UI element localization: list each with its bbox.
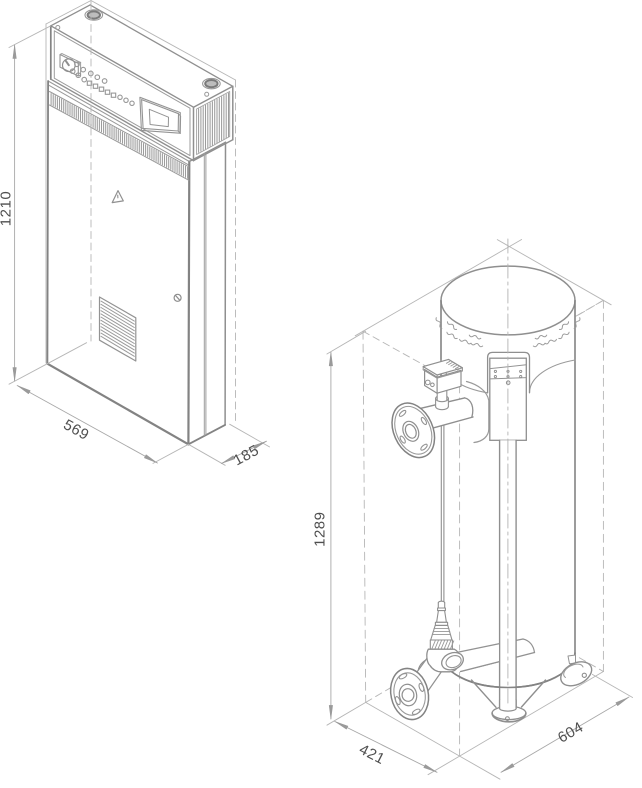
svg-text:1289: 1289 — [312, 512, 329, 547]
svg-text:1210: 1210 — [0, 191, 15, 226]
